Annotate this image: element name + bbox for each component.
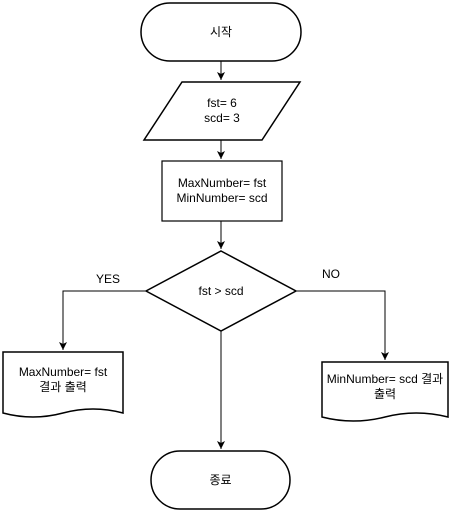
no-output-line-2: 출력 [373,387,397,401]
edge-decision-yes [59,290,146,350]
yes-output-line-2: 결과 출력 [39,380,87,394]
yes-output-document [2,351,124,418]
end-label-text: 종료 [209,472,232,487]
no-output-document [321,361,449,422]
init-label: MaxNumber= fst MinNumber= scd [162,161,282,221]
input-line-1: fst= 6 [207,96,237,110]
input-line-2: scd= 3 [204,111,240,125]
end-label: 종료 [151,451,290,509]
yes-edge-label: YES [96,272,121,286]
input-label: fst= 6 scd= 3 [160,82,284,140]
decision-label: fst > scd [146,251,296,331]
no-edge-label: NO [322,267,340,281]
end-terminal [150,450,291,510]
yes-output-line-1: MaxNumber= fst [18,365,108,379]
init-line-2: MinNumber= scd [176,191,268,205]
no-output-label: MinNumber= scd 결과 출력 [322,362,448,412]
input-parallelogram [142,81,302,141]
edge-decision-no [296,290,389,360]
decision-label-text: fst > scd [198,283,244,298]
init-process-box [161,160,283,222]
init-line-1: MaxNumber= fst [177,176,267,190]
start-label: 시작 [141,3,301,61]
yes-output-label: MaxNumber= fst 결과 출력 [3,352,123,408]
start-label-text: 시작 [209,24,233,39]
no-output-line-1: MinNumber= scd 결과 [326,372,444,386]
